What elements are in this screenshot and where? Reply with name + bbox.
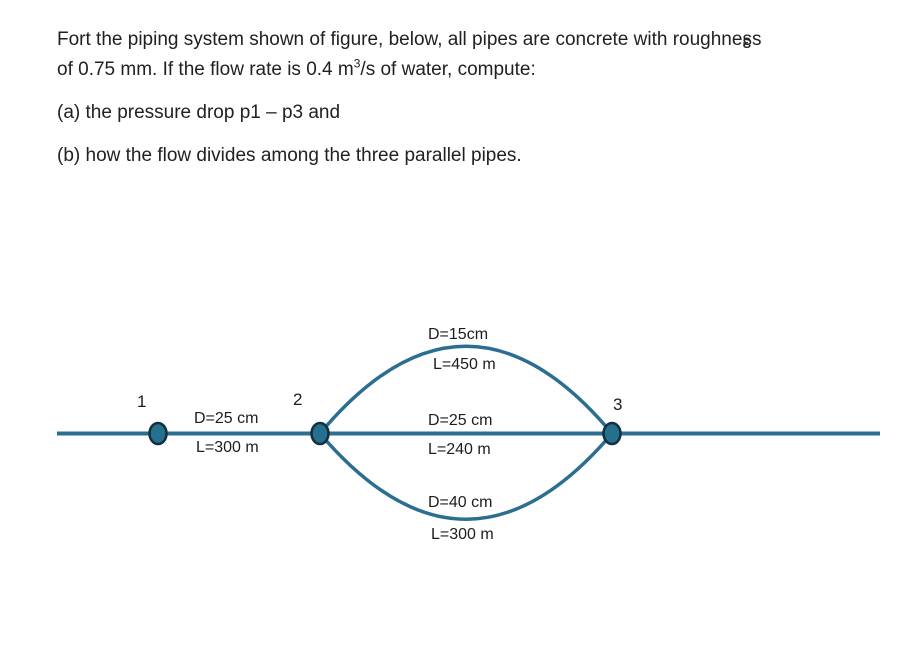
inlet-pipe-length-label: L=300 m — [196, 439, 259, 456]
junction-node-2 — [310, 421, 330, 446]
top-branch-length-label: L=450 m — [433, 356, 496, 373]
bottom-branch-pipe — [318, 431, 614, 521]
statement-line2-text: of 0.75 mm. If the flow rate is 0.4 m — [57, 59, 354, 80]
node-3-label: 3 — [613, 395, 623, 414]
top-branch-diameter-label: D=15cm — [428, 326, 489, 343]
inlet-pipe-diameter-label: D=25 cm — [194, 410, 259, 427]
middle-branch-diameter-label: D=25 cm — [428, 412, 493, 429]
middle-branch-length-label: L=240 m — [428, 441, 491, 458]
node-2-label: 2 — [293, 390, 303, 409]
statement-line1-text: Fort the piping system shown of figure, … — [57, 29, 743, 50]
question-item-b: (b) how the flow divides among the three… — [57, 145, 522, 166]
bottom-branch-length-label: L=300 m — [431, 526, 494, 543]
problem-statement-line-1: Fort the piping system shown of figure, … — [57, 29, 762, 53]
junction-node-1 — [148, 421, 168, 446]
problem-statement-line-2: of 0.75 mm. If the flow rate is 0.4 m3/s… — [57, 56, 536, 80]
junction-node-3 — [602, 421, 622, 446]
node-1-label: 1 — [137, 392, 147, 411]
epsilon-overlay-glyph: ɛ — [742, 32, 752, 53]
top-branch-pipe — [318, 344, 614, 436]
question-item-a: (a) the pressure drop p1 – p3 and — [57, 102, 341, 123]
cubic-meter-superscript: 3 — [353, 56, 361, 71]
bottom-branch-diameter-label: D=40 cm — [428, 494, 493, 511]
